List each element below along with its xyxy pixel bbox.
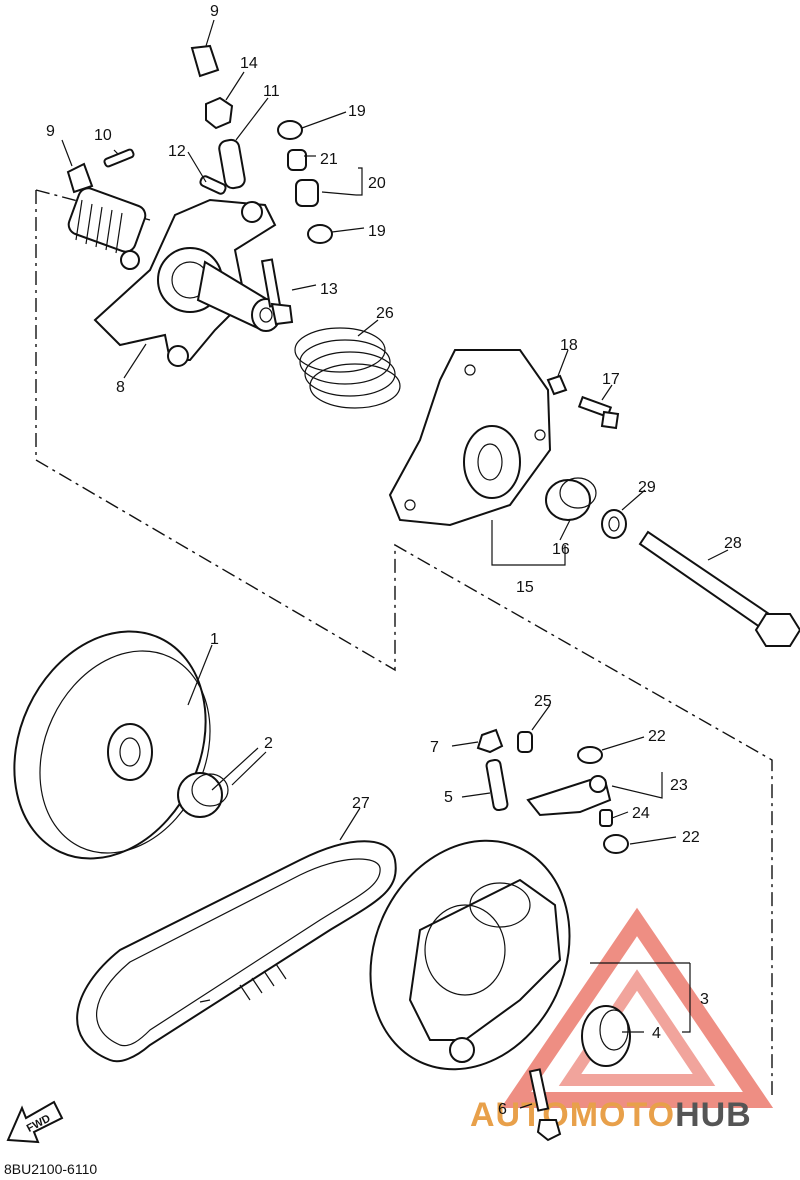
callout-28: 28 — [724, 535, 742, 552]
collar-part-11 — [218, 138, 246, 190]
bolt-part-13 — [260, 258, 294, 326]
movable-sheave-assembly — [369, 839, 571, 1071]
pin-part-10 — [103, 148, 135, 168]
callout-7: 7 — [430, 739, 439, 756]
callout-18: 18 — [560, 337, 578, 354]
callout-10: 10 — [94, 127, 112, 144]
callout-9-left: 9 — [46, 123, 55, 140]
callout-13: 13 — [320, 281, 338, 298]
nut-part-14 — [205, 96, 234, 130]
bolt-part-28 — [638, 530, 800, 647]
pin-part-5 — [485, 758, 509, 812]
callout-16: 16 — [552, 541, 570, 558]
callout-21: 21 — [320, 151, 338, 168]
callout-14: 14 — [240, 55, 258, 72]
bushing-part-3 — [581, 1005, 631, 1067]
collar-part-24 — [599, 809, 613, 827]
callout-9-top: 9 — [210, 3, 219, 20]
slider-part-9-left — [66, 162, 94, 194]
callout-1: 1 — [210, 631, 219, 648]
callout-3: 3 — [700, 991, 709, 1008]
belt-part-27 — [76, 840, 397, 1063]
bolt-part-6 — [528, 1068, 562, 1142]
nut-part-7 — [476, 728, 504, 754]
callout-5: 5 — [444, 789, 453, 806]
callout-4: 4 — [652, 1025, 661, 1042]
cover-part-15 — [388, 349, 552, 527]
callout-24: 24 — [632, 805, 650, 822]
callout-22-top: 22 — [648, 728, 666, 745]
callout-25: 25 — [534, 693, 552, 710]
callout-19-top: 19 — [348, 103, 366, 120]
watermark-suffix: HUB — [675, 1096, 752, 1134]
spring-part-26 — [294, 327, 401, 409]
weight-part-22-bottom — [603, 834, 629, 854]
washer-part-19-top — [277, 120, 303, 140]
leader-lines — [61, 19, 729, 1109]
callout-22-bottom: 22 — [682, 829, 700, 846]
bushing-part-2 — [177, 772, 229, 818]
pin-part-12 — [199, 175, 227, 195]
callout-19-bottom: 19 — [368, 223, 386, 240]
washer-part-19-bottom — [307, 224, 333, 244]
callout-17: 17 — [602, 371, 620, 388]
fixed-sheave-part-1 — [13, 630, 211, 860]
callout-26: 26 — [376, 305, 394, 322]
watermark-prefix: AUTOMOTO — [470, 1096, 675, 1134]
svg-text:AUTOMOTOHUB: AUTOMOTOHUB — [470, 1096, 752, 1134]
callout-2: 2 — [264, 735, 273, 752]
callout-29: 29 — [638, 479, 656, 496]
washer-part-29 — [601, 509, 627, 539]
bushing-part-20 — [295, 179, 319, 207]
forward-arrow-icon: FWD — [6, 1100, 64, 1144]
callout-20: 20 — [368, 175, 386, 192]
callout-6: 6 — [498, 1101, 507, 1118]
weight-part-22-top — [577, 746, 603, 764]
bushing-part-16 — [545, 477, 597, 521]
arm-part-23 — [526, 775, 612, 817]
nut-part-18 — [546, 374, 568, 396]
callout-15: 15 — [516, 579, 534, 596]
bushing-part-21 — [287, 149, 307, 171]
bolt-part-17 — [577, 395, 620, 430]
callout-27: 27 — [352, 795, 370, 812]
bolt-part-25 — [517, 731, 533, 753]
callout-12: 12 — [168, 143, 186, 160]
callout-8: 8 — [116, 379, 125, 396]
spider-assembly — [67, 187, 281, 367]
callout-labels: 9 14 11 19 21 20 9 10 12 19 13 26 8 18 1… — [46, 3, 742, 1118]
diagram-code: 8BU2100-6110 — [4, 1161, 97, 1177]
assembly-outline-upper — [35, 190, 773, 1095]
slider-part-9-top — [190, 44, 220, 78]
callout-23: 23 — [670, 777, 688, 794]
callout-11: 11 — [263, 83, 280, 100]
